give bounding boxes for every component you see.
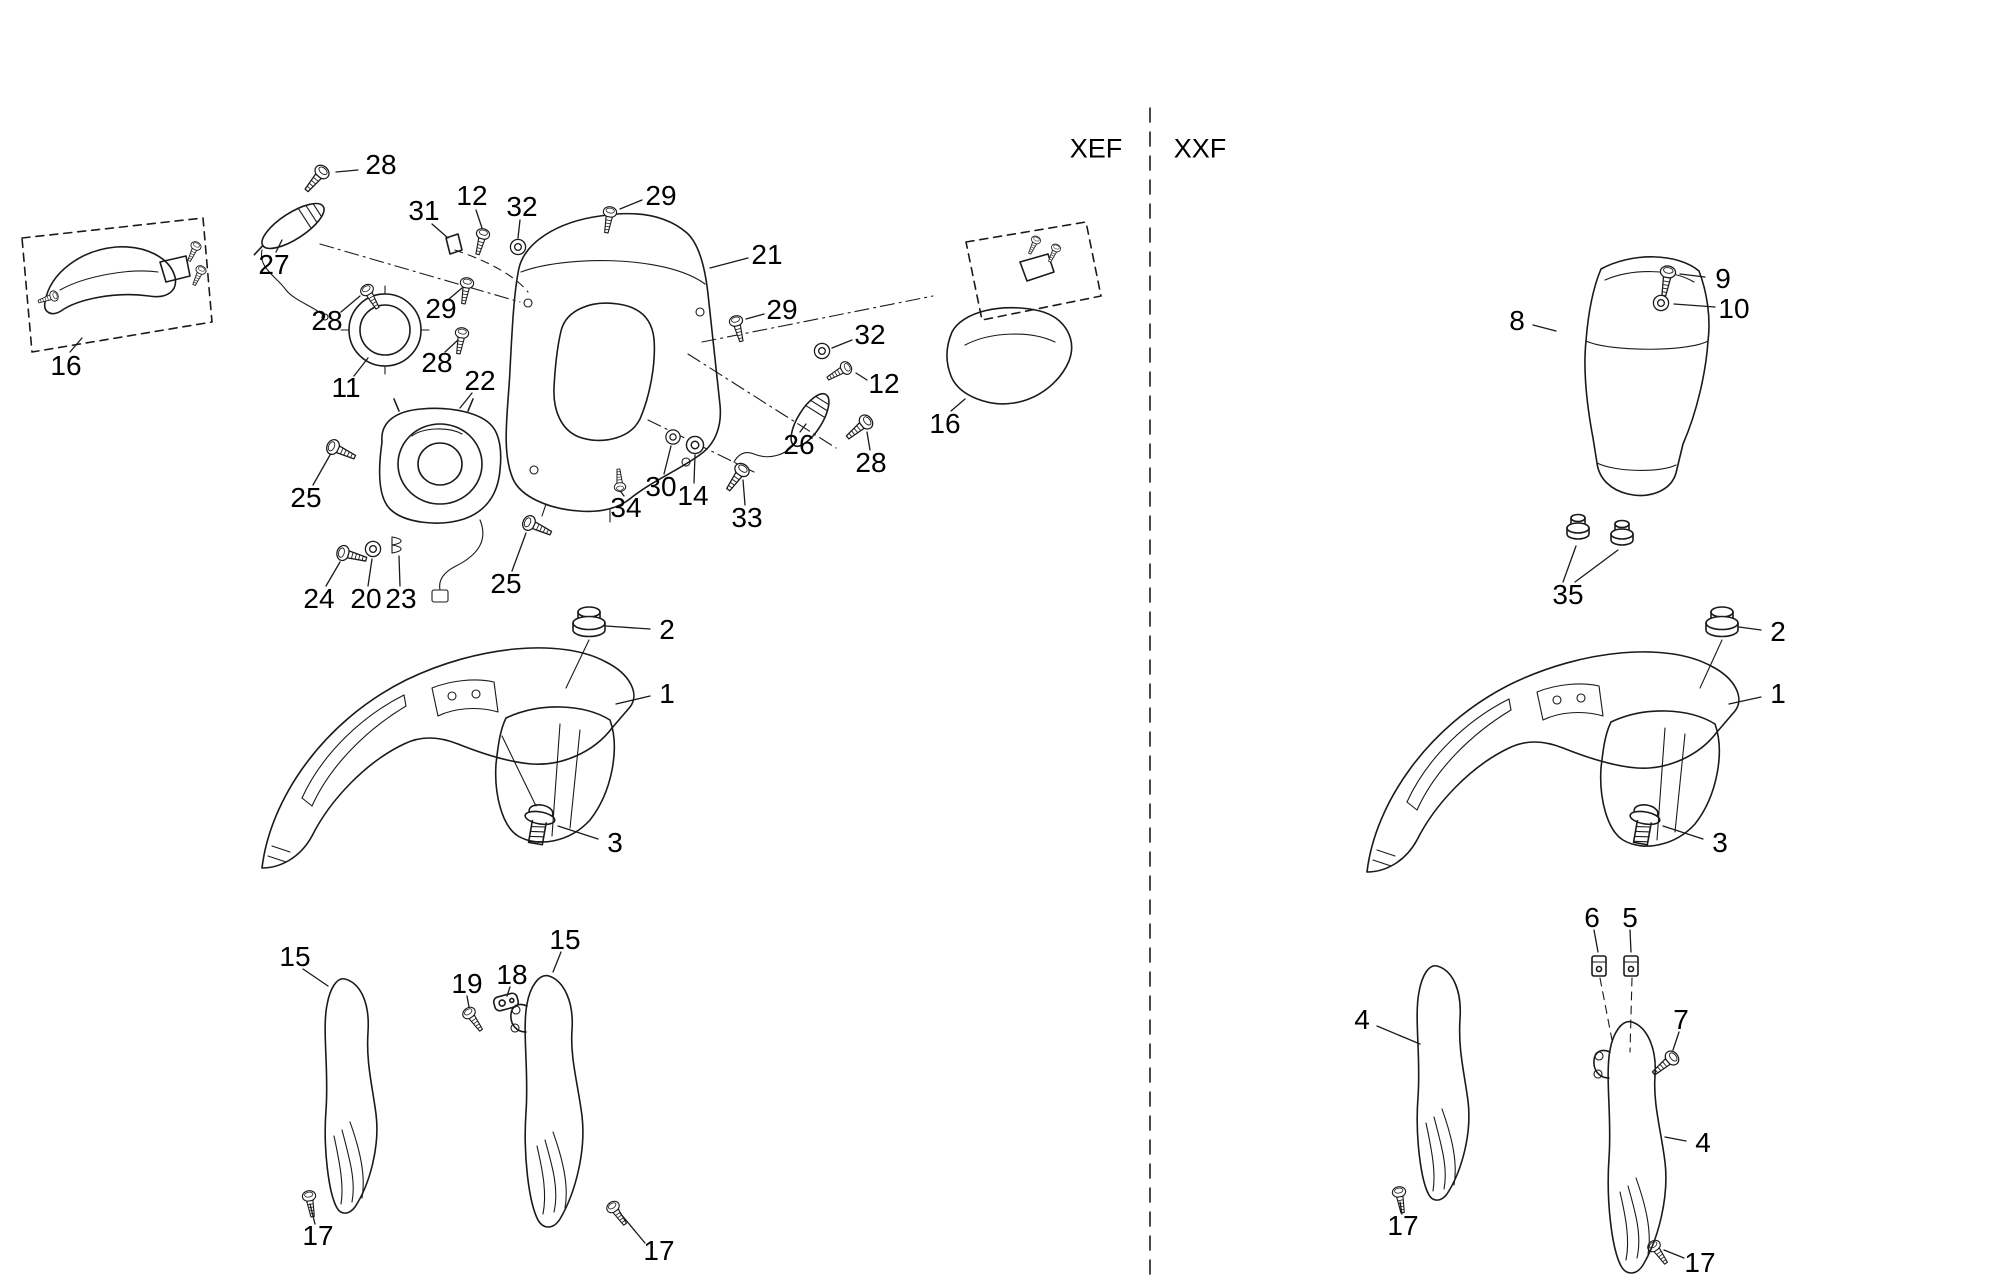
part-label-2-41: 2 — [1770, 616, 1786, 647]
section-label-xef: XEF — [1069, 133, 1123, 164]
part-label-15-34: 15 — [549, 924, 581, 955]
part-label-16-15: 16 — [50, 350, 82, 381]
part-label-2-28: 2 — [659, 614, 675, 645]
part-label-16-16: 16 — [929, 408, 961, 439]
part-label-15-31: 15 — [279, 941, 311, 972]
part-label-20-25: 20 — [350, 583, 382, 614]
part-label-11-9: 11 — [331, 372, 361, 403]
part-label-23-26: 23 — [385, 583, 417, 614]
hand-guard-left-drawing — [21, 217, 213, 353]
part-label-25-27: 25 — [490, 568, 522, 599]
part-label-3-30: 3 — [607, 827, 623, 858]
fork-guard-left-xxf-drawing — [1416, 964, 1470, 1201]
part-label-25-19: 25 — [290, 482, 322, 513]
turn-signal-left-drawing — [253, 202, 329, 321]
part-label-17-36: 17 — [643, 1235, 675, 1266]
part-label-8-39: 8 — [1509, 305, 1525, 336]
leader-lines — [69, 169, 1762, 1259]
part-label-31-2: 31 — [408, 195, 440, 226]
part-label-12-14: 12 — [868, 368, 900, 399]
section-label-xxf: XXF — [1173, 133, 1227, 164]
part-label-12-3: 12 — [456, 180, 488, 211]
part-label-29-5: 29 — [645, 180, 677, 211]
part-label-24-24: 24 — [303, 583, 335, 614]
fork-guard-right-xef-drawing — [510, 974, 584, 1228]
part-label-30-20: 30 — [645, 471, 677, 502]
part-label-3-43: 3 — [1712, 827, 1728, 858]
part-label-32-4: 32 — [506, 191, 538, 222]
part-label-14-21: 14 — [677, 480, 709, 511]
part-label-29-8: 29 — [425, 293, 457, 324]
part-label-7-47: 7 — [1673, 1004, 1689, 1035]
part-label-27-1: 27 — [258, 249, 290, 280]
front-fender-left-drawing — [261, 647, 635, 869]
part-label-26-17: 26 — [783, 429, 815, 460]
part-label-1-29: 1 — [659, 678, 675, 709]
part-label-18-33: 18 — [496, 959, 528, 990]
number-plate-drawing — [1584, 256, 1710, 497]
part-label-34-22: 34 — [610, 492, 642, 523]
turn-signal-right-drawing — [733, 392, 830, 463]
fork-guard-left-xef-drawing — [324, 977, 378, 1214]
part-label-28-7: 28 — [311, 305, 343, 336]
part-label-22-11: 22 — [464, 365, 496, 396]
part-label-28-18: 28 — [855, 447, 887, 478]
part-label-29-12: 29 — [766, 294, 798, 325]
hardware-left-section — [300, 161, 877, 1229]
part-label-1-42: 1 — [1770, 678, 1786, 709]
hardware-right-section — [1390, 264, 1739, 1268]
part-label-28-10: 28 — [421, 347, 453, 378]
fork-guard-right-xxf-drawing — [1593, 1020, 1667, 1274]
assembly-axis-lines — [319, 243, 934, 475]
hand-guard-right-drawing — [946, 221, 1102, 405]
part-label-33-23: 33 — [731, 502, 763, 533]
part-label-17-50: 17 — [1684, 1247, 1716, 1278]
part-label-6-44: 6 — [1584, 902, 1600, 933]
part-label-28-0: 28 — [365, 149, 397, 180]
headlight-mask-drawing — [505, 212, 722, 523]
front-fender-right-drawing — [1366, 651, 1740, 873]
part-label-10-38: 10 — [1718, 293, 1750, 324]
part-label-19-32: 19 — [451, 968, 483, 999]
part-label-35-40: 35 — [1552, 579, 1584, 610]
part-label-4-48: 4 — [1695, 1127, 1711, 1158]
part-label-5-45: 5 — [1622, 902, 1638, 933]
part-label-17-49: 17 — [1387, 1210, 1419, 1241]
part-label-32-13: 32 — [854, 319, 886, 350]
part-label-4-46: 4 — [1354, 1004, 1370, 1035]
part-label-21-6: 21 — [751, 239, 783, 270]
part-label-17-35: 17 — [302, 1220, 334, 1251]
headlight-ring-drawing — [340, 285, 430, 375]
headlight-drawing — [378, 398, 502, 603]
part-label-9-37: 9 — [1715, 263, 1731, 294]
